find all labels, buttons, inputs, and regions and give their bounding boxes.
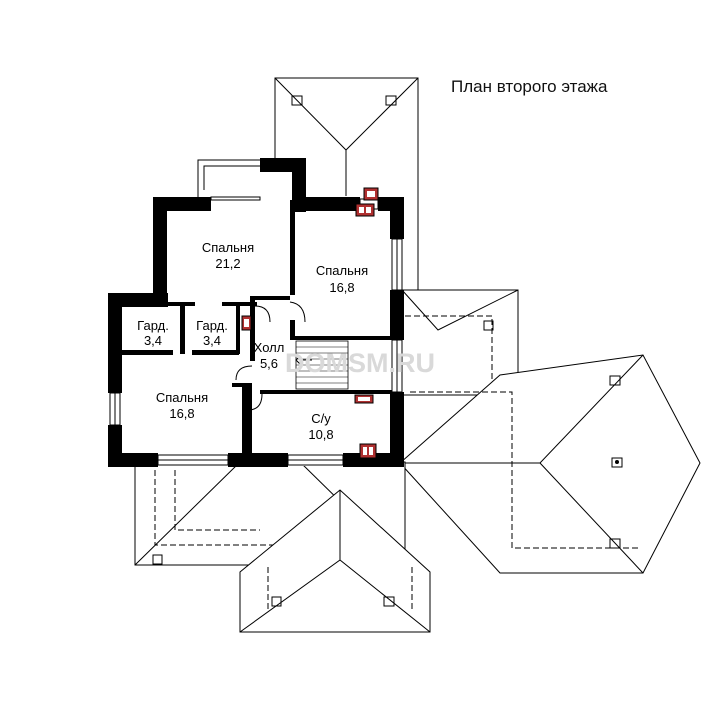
room-area-wardrobe-2: 3,4 [203,333,221,348]
windows [109,159,403,466]
room-area-bedroom-3: 16,8 [169,406,194,421]
room-area-hall: 5,6 [260,356,278,371]
room-name-hall: Холл [254,340,285,355]
room-area-wardrobe-1: 3,4 [144,333,162,348]
watermark: DOMSM.RU [285,348,435,378]
room-area-bathroom: 10,8 [308,427,333,442]
doors [180,301,306,411]
roof-right-middle [401,289,519,396]
plan-title: План второго этажа [451,77,608,96]
room-name-bathroom: С/у [311,411,331,426]
room-name-bedroom-3: Спальня [156,390,208,405]
roof-right [399,354,701,574]
stairs [295,340,349,390]
roof-bottom-center [239,489,431,633]
walls [108,158,404,467]
room-area-bedroom-1: 21,2 [215,256,240,271]
room-name-bedroom-2: Спальня [316,263,368,278]
room-area-bedroom-2: 16,8 [329,280,354,295]
chimneys [241,187,379,459]
floor-interior [110,160,402,466]
room-name-wardrobe-2: Гард. [196,318,228,333]
room-name-bedroom-1: Спальня [202,240,254,255]
room-name-wardrobe-1: Гард. [137,318,169,333]
